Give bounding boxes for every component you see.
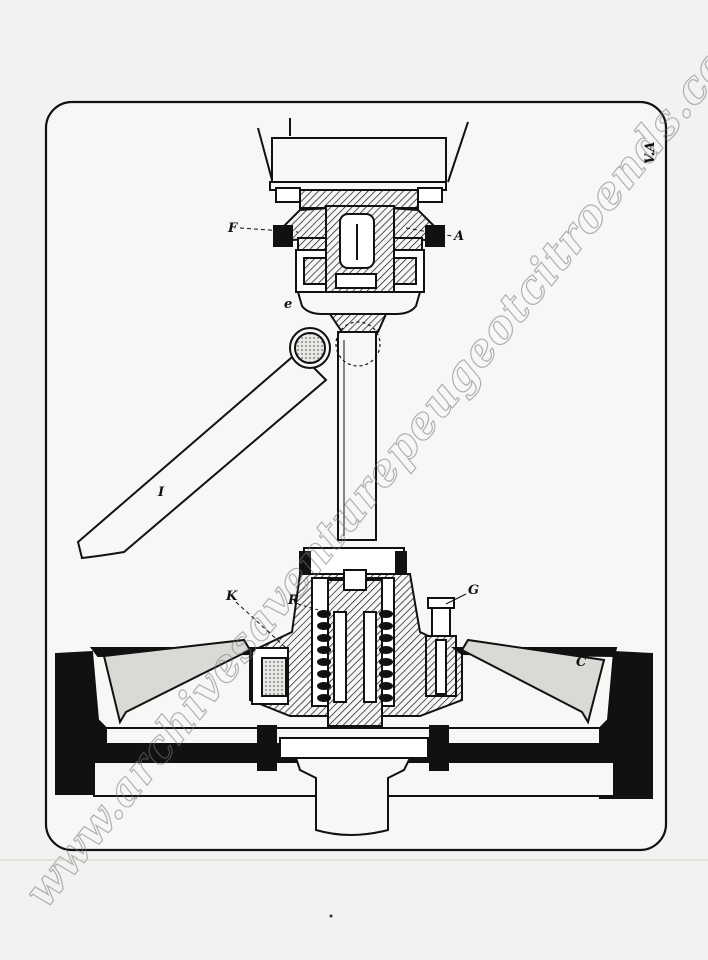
grease-nipple — [425, 597, 457, 697]
hub-assembly — [249, 547, 463, 727]
steering-column — [337, 331, 377, 541]
coil-spring-left — [317, 610, 331, 702]
label-a: A — [452, 229, 464, 244]
callouts: F A e I K R G C V.A — [157, 142, 658, 670]
steering-head-assembly — [257, 118, 469, 333]
label-f: F — [227, 221, 238, 236]
page-speck — [329, 914, 333, 918]
steering-arm — [76, 321, 381, 560]
steering-wheel — [55, 638, 653, 799]
coil-spring-right — [379, 610, 393, 702]
label-e: e — [284, 297, 292, 312]
corner-tag: V.A — [643, 142, 658, 164]
label-g: G — [468, 583, 479, 598]
lower-tube — [294, 757, 412, 836]
label-r: R — [287, 593, 299, 608]
label-c: C — [576, 655, 587, 670]
label-k: K — [225, 589, 238, 604]
label-i: I — [157, 485, 165, 500]
